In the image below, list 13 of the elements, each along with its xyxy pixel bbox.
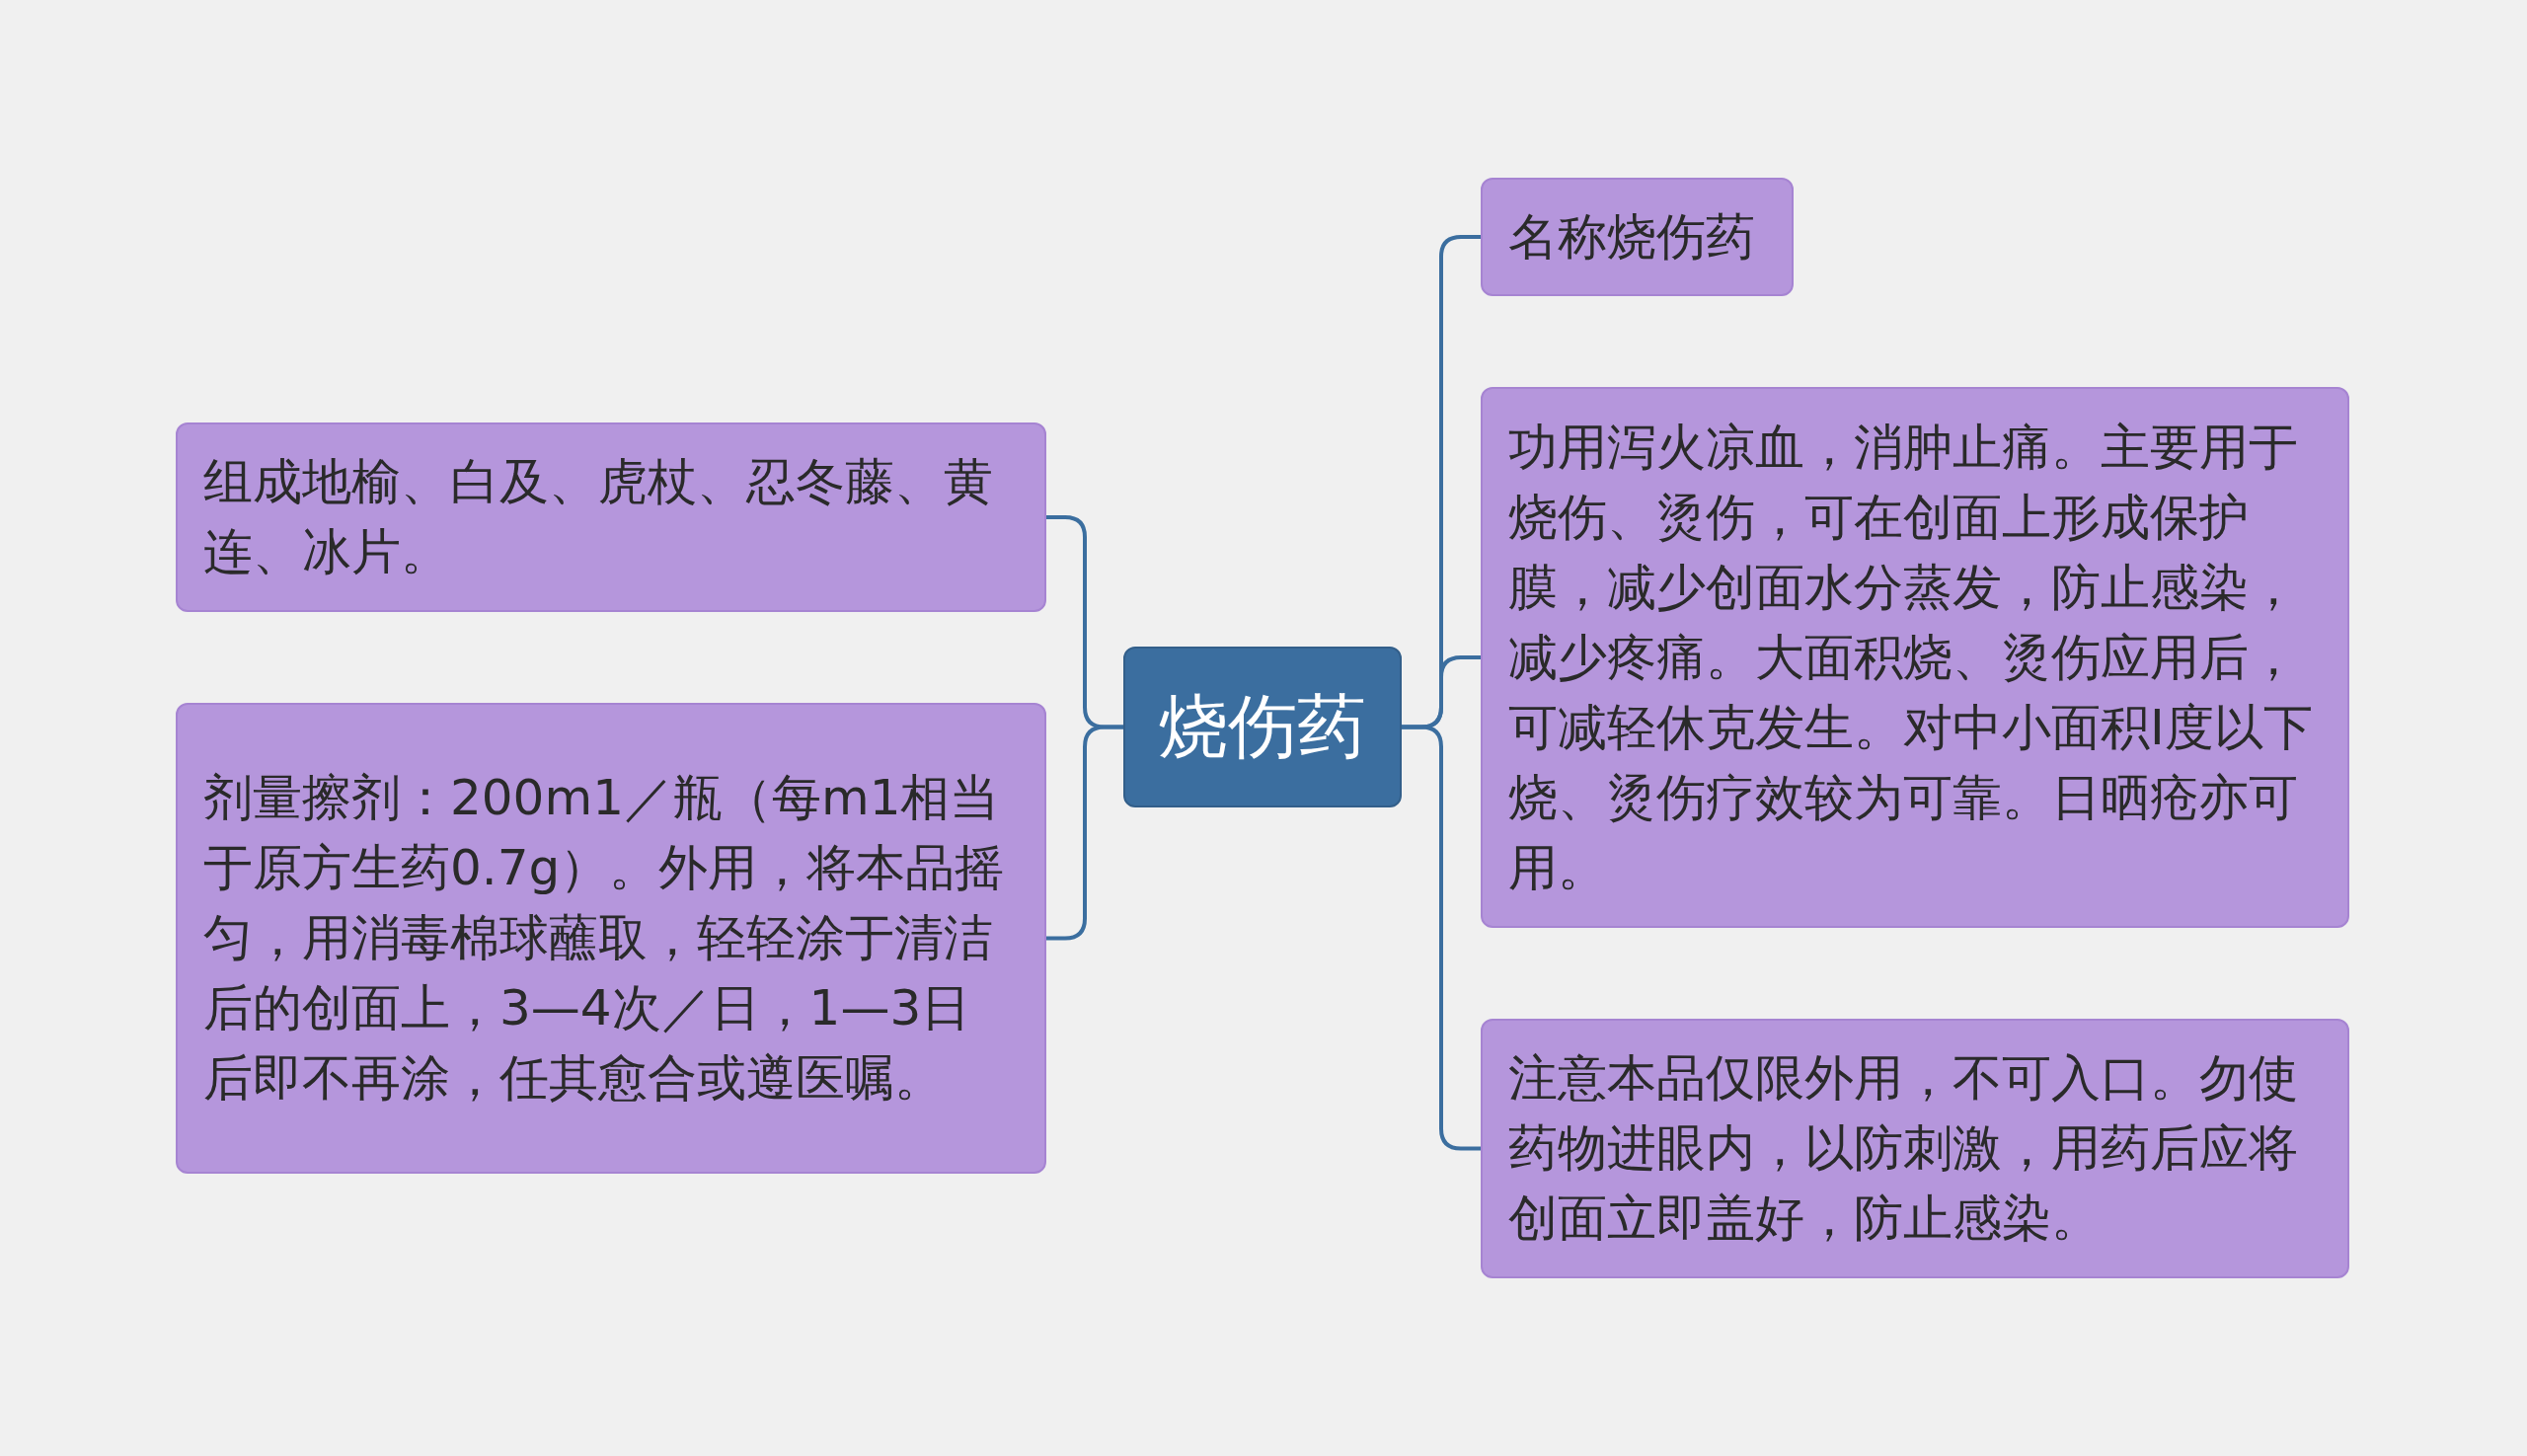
node-text: 剂量擦剂：200m1／瓶（每m1相当于原方生药0.7g）。外用，将本品摇匀，用消毒棉球蘸取，轻轻涂于清洁后的创面上，3—4次／日，1—3日后即不再涂，任其愈合或遵医嘱。 <box>203 768 1006 1109</box>
branch-box <box>176 703 1046 1174</box>
branch-box <box>1481 387 2349 928</box>
node-text: 注意本品仅限外用，不可入口。勿使药物进眼内，以防刺激，用药后应将创面立即盖好，防止感染。 <box>1508 1048 2299 1249</box>
topic-box <box>1123 647 1402 807</box>
branch-box <box>1481 1019 2349 1278</box>
node-text: 组成地榆、白及、虎杖、忍冬藤、黄连、冰片。 <box>203 452 994 582</box>
branch-box <box>176 422 1046 612</box>
connector <box>1402 725 1481 1151</box>
branch-box <box>1481 178 1794 296</box>
node-text: 功用泻火凉血，消肿止痛。主要用于烧伤、烫伤，可在创面上形成保护膜，减少创面水分蒸发，防止感染，减少疼痛。大面积烧、烫伤应用后，可减轻休克发生。对中小面积I度以下烧、烫伤疗效较为可靠。日晒疮亦可用。 <box>1508 417 2314 898</box>
node-text: 烧伤药 <box>1159 684 1366 769</box>
node-text: 名称烧伤药 <box>1508 206 1755 268</box>
